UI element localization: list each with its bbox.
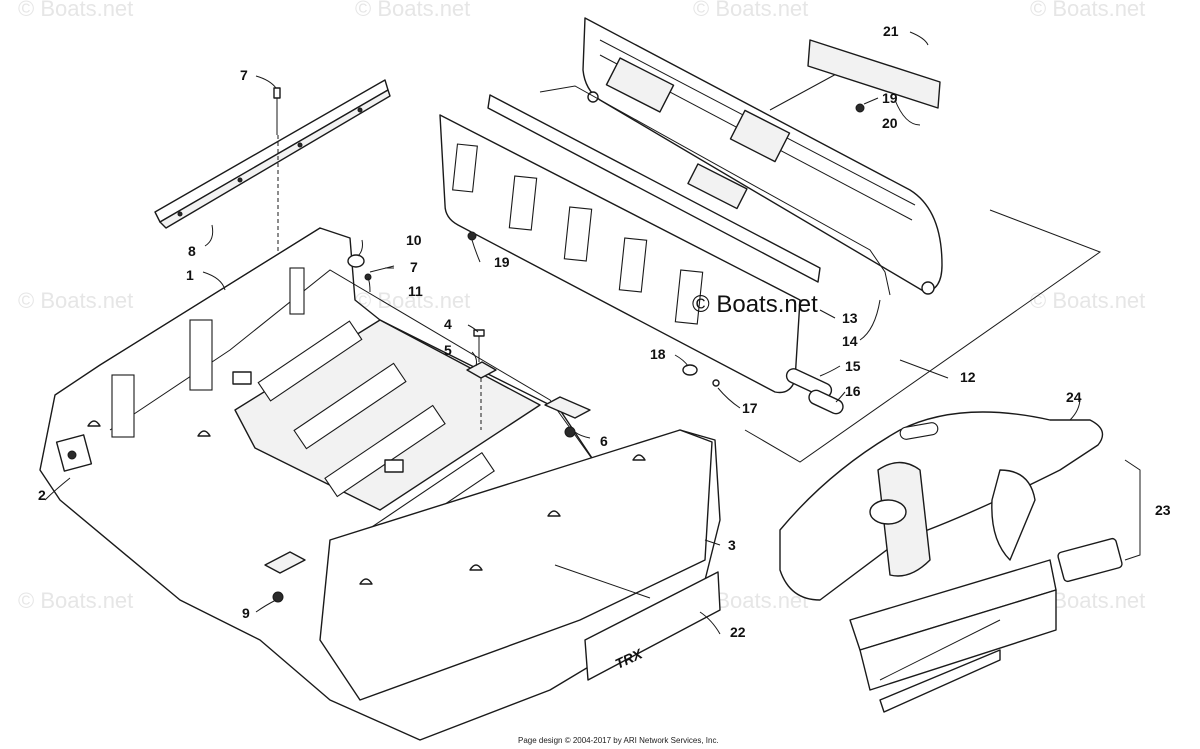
callout-10: 10 [406, 232, 422, 248]
nut-6 [564, 426, 576, 438]
tie-down-bracket [232, 371, 252, 385]
callout-11: 11 [408, 283, 423, 299]
callout-14: 14 [842, 333, 858, 349]
watermark-text: © Boats.net [18, 0, 133, 21]
callout-6: 6 [600, 433, 608, 449]
tailgate-hinge [921, 281, 935, 295]
callout-5: 5 [444, 342, 452, 358]
bed-rail-part [154, 79, 391, 229]
mount-bracket-part [849, 469, 1123, 713]
callout-group: 7 8 1 2 3 4 5 6 10 7 11 9 22 19 19 20 21… [38, 23, 1171, 640]
watermark-center-text: © Boats.net [692, 291, 818, 318]
fastener-17 [712, 379, 720, 387]
callout-18: 18 [650, 346, 666, 362]
callout-19-top: 19 [882, 90, 898, 106]
tailgate-part [582, 17, 943, 295]
side-decal-part: TRX [584, 571, 721, 681]
callout-9: 9 [242, 605, 250, 621]
pivot-pin-part [785, 368, 844, 415]
callout-2: 2 [38, 487, 46, 503]
callout-17: 17 [742, 400, 758, 416]
tie-down-bracket [384, 459, 404, 473]
callout-21: 21 [883, 23, 899, 39]
screw-19-bottom [467, 231, 477, 241]
clip-10-part [347, 254, 395, 281]
tailgate-pocket [605, 57, 675, 113]
fastener-18 [682, 364, 698, 376]
callout-8: 8 [188, 243, 196, 259]
watermark-text: © Boats.net [18, 288, 133, 313]
screw-19-top [855, 97, 879, 113]
bracket-hidden [544, 396, 591, 419]
tailgate-handle [729, 109, 791, 163]
watermark-text: © Boats.net [355, 288, 470, 313]
callout-7-side: 7 [410, 259, 418, 275]
latch-kit [1057, 537, 1123, 583]
callout-15: 15 [845, 358, 861, 374]
footer-copyright: Page design © 2004-2017 by ARI Network S… [518, 736, 719, 745]
bolt-4 [473, 329, 485, 362]
tailgate-inner-panel-part [439, 114, 801, 394]
callout-23: 23 [1155, 502, 1171, 518]
tailgate-rail-part [487, 94, 821, 283]
callout-24: 24 [1066, 389, 1082, 405]
callout-7-top: 7 [240, 67, 248, 83]
tailgate-latch [687, 163, 748, 210]
watermark-text: © Boats.net [1030, 288, 1145, 313]
bolt-7-top [273, 87, 281, 135]
tailgate-rod-part [539, 85, 891, 296]
callout-1: 1 [186, 267, 194, 283]
watermark-text: © Boats.net [693, 0, 808, 21]
callout-22: 22 [730, 624, 746, 640]
lower-bracket [264, 551, 306, 574]
cargo-box-part [39, 227, 721, 741]
gun-boot-part [779, 411, 1104, 601]
watermark-text: © Boats.net [1030, 0, 1145, 21]
leader-lines [44, 31, 1141, 635]
callout-13: 13 [842, 310, 858, 326]
watermark-text: © Boats.net [355, 0, 470, 21]
tailgate-decal-part [807, 39, 941, 109]
watermark-text: © Boats.net [18, 588, 133, 613]
nut-9 [272, 591, 284, 603]
callout-16: 16 [845, 383, 861, 399]
tailgate-group-outline [744, 209, 1102, 463]
callout-3: 3 [728, 537, 736, 553]
washer-5 [466, 361, 497, 379]
callout-19-bottom: 19 [494, 254, 510, 270]
callout-20: 20 [882, 115, 898, 131]
callout-4: 4 [444, 316, 452, 332]
callout-12: 12 [960, 369, 976, 385]
